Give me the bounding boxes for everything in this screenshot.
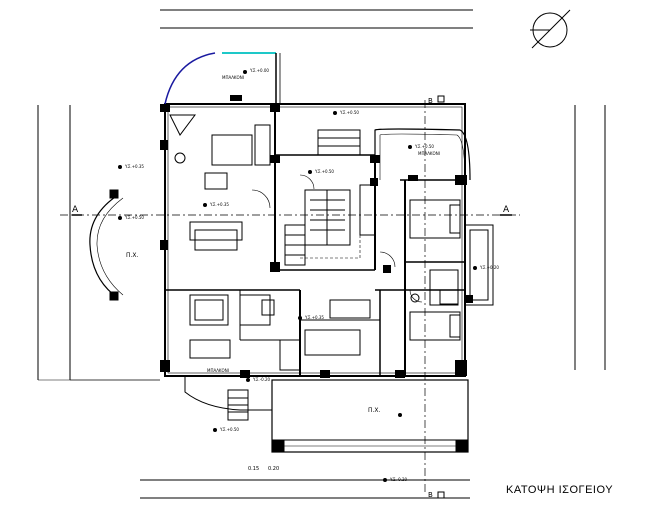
level-mark: Y.Σ.-0.20 <box>252 377 271 382</box>
level-mark: Y.Σ.+0.50 <box>219 427 239 432</box>
north-arrow-icon <box>530 9 571 49</box>
section-marker-right: A <box>503 205 510 215</box>
room-tag-top-left: ΜΠΑΛΚΟΝΙ <box>222 75 244 80</box>
level-mark: Y.Σ.+0.50 <box>124 215 144 220</box>
level-mark: Y.Σ.+0.20 <box>479 265 499 270</box>
level-mark: Y.Σ.+0.50 <box>314 169 334 174</box>
level-mark: Y.Σ.+0.50 <box>339 110 359 115</box>
section-marker-bottom: B <box>428 491 433 499</box>
level-mark: Y.Σ.+0.35 <box>304 315 324 320</box>
level-mark: Y.Σ.+0.35 <box>209 202 229 207</box>
dimension-2: 0.20 <box>268 466 279 472</box>
level-mark: Y.Σ.+0.35 <box>124 164 144 169</box>
room-tag-top-right: ΜΠΑΛΚΟΝΙ <box>418 151 440 156</box>
yard-label-left: Π.Χ. <box>126 252 139 259</box>
room-tag-bottom: ΜΠΑΛΚΟΝΙ <box>207 368 229 373</box>
yard-label-bottom: Π.Χ. <box>368 407 381 414</box>
level-mark: Y.Σ.+0.50 <box>414 144 434 149</box>
level-marks-group: Y.Σ.+0.00Y.Σ.+0.50Y.Σ.+0.50Y.Σ.+0.35Y.Σ.… <box>124 68 499 482</box>
section-marker-top: B <box>428 97 433 105</box>
level-mark: Y.Σ.-0.20 <box>389 477 408 482</box>
section-marker-left: A <box>72 205 79 215</box>
drawing-title: ΚΑΤΟΨΗ ΙΣΟΓΕΙΟΥ <box>506 484 614 496</box>
level-mark: Y.Σ.+0.00 <box>249 68 269 73</box>
dimension-1: 0.15 <box>248 466 259 472</box>
